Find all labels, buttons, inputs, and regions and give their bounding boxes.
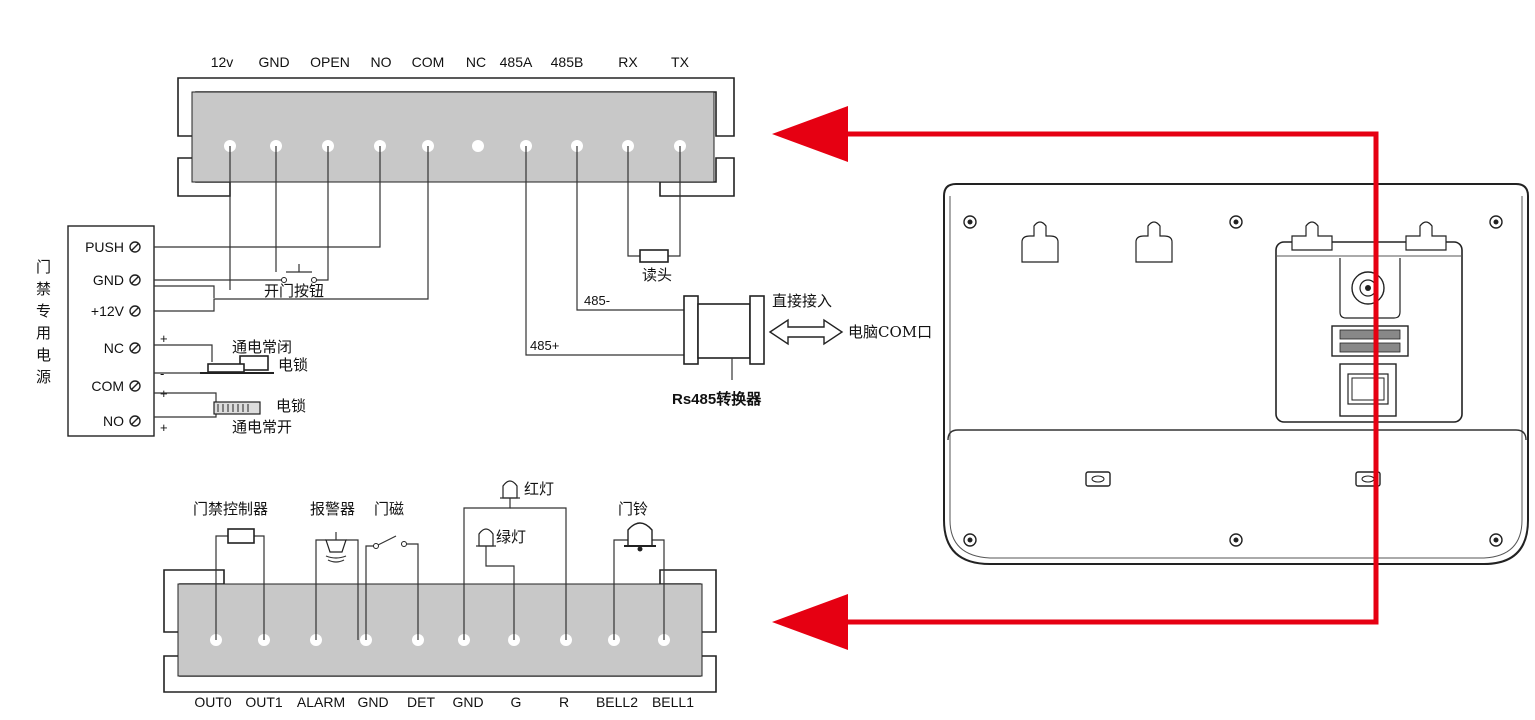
reader-symbol: 读头 [627,146,681,284]
red-arrow-top-line [846,131,1379,346]
mount-hook-icon [1135,221,1173,263]
bottom-label-out1: OUT1 [245,694,283,710]
top-label-nc: NC [466,54,486,70]
nc-lock-label-1: 通电常闭 [232,338,292,356]
power-terminal-gnd: GND [93,272,124,288]
bottom-label-det: DET [407,694,435,710]
bottom-label-out0: OUT0 [194,694,232,710]
top-terminal-labels: 12v GND OPEN NO COM NC 485A 485B RX TX [211,54,690,70]
doorbell-label: 门铃 [618,500,648,518]
light-devices: 红灯 绿灯 [463,480,567,640]
bottom-label-gnd-1: GND [357,694,388,710]
green-light-label: 绿灯 [496,528,526,546]
power-terminal-com: COM [91,378,124,394]
bottom-terminal-labels: OUT0 OUT1 ALARM GND DET GND G R BELL2 BE… [194,694,694,710]
top-label-tx: TX [671,54,690,70]
top-label-rx: RX [618,54,638,70]
power-terminal-push: PUSH [85,239,124,255]
top-label-no: NO [371,54,392,70]
exit-button-symbol: 开门按钮 [264,264,324,300]
rs485-plus-label: 485+ [530,338,559,353]
top-label-485a: 485A [500,54,533,70]
top-label-gnd: GND [258,54,289,70]
direct-access-label: 直接接入 [772,292,832,310]
converter-label: Rs485转换器 [672,390,762,408]
bottom-label-bell2: BELL2 [596,694,638,710]
top-label-485b: 485B [551,54,584,70]
no-lock-symbol: 电锁 通电常开 [213,397,306,436]
power-terminals: PUSH GND +12V NC COM NO [85,239,141,429]
reader-label: 读头 [642,266,672,284]
device-back-panel [943,183,1529,565]
no-lock-label-2: 通电常开 [232,418,292,436]
access-controller-device: 门禁控制器 [193,500,268,640]
bottom-label-alarm: ALARM [297,694,345,710]
nc-plus-sign: + [160,331,168,346]
power-terminal-nc: NC [104,340,124,356]
bottom-label-bell1: BELL1 [652,694,694,710]
rs485-converter: 485- 485+ Rs485转换器 直接接入 电脑COM口 [525,146,932,408]
top-label-12v: 12v [211,54,234,70]
bottom-label-gnd-2: GND [452,694,483,710]
no-plus-sign: + [160,420,168,435]
bottom-terminal-block [163,569,717,693]
doorbell-device: 门铃 [613,500,665,640]
rs485-minus-label: 485- [584,293,610,308]
top-pin-nc [472,140,484,152]
power-terminal-no: NO [103,413,124,429]
red-arrows [772,106,1379,650]
bidirectional-arrow [768,318,844,346]
top-label-com: COM [412,54,445,70]
nc-lock-label-2: 电锁 [278,356,308,374]
nc-lock-symbol: 通电常闭 电锁 [200,338,308,374]
red-arrow-bottom-line [846,346,1379,625]
door-sensor-device: 门磁 [365,500,419,640]
red-light-label: 红灯 [524,480,554,498]
power-box-title: 门禁专用电源 [36,258,51,386]
pc-com-label: 电脑COM口 [848,323,932,341]
top-label-open: OPEN [310,54,350,70]
alarm-device: 报警器 [310,500,359,640]
no-lock-label-1: 电锁 [276,397,306,415]
access-controller-label: 门禁控制器 [193,500,268,518]
door-sensor-label: 门磁 [374,500,404,518]
bottom-label-r: R [559,694,569,710]
red-arrow-bottom-head [772,594,848,650]
bottom-label-g: G [511,694,522,710]
exit-button-label: 开门按钮 [264,282,324,300]
alarm-label: 报警器 [310,500,355,518]
mount-hook-icon [1021,221,1059,263]
top-terminal-block [177,77,735,197]
red-arrow-top-head [772,106,848,162]
power-terminal-plus12v: +12V [91,303,125,319]
